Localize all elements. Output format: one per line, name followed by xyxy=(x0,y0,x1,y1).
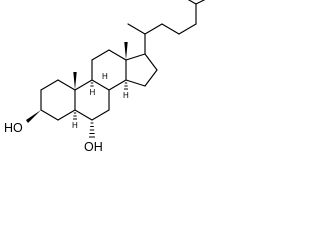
bond-c16-c15 xyxy=(144,69,158,87)
bond-c17-c16 xyxy=(144,53,158,71)
hydroxyl-c6: OH xyxy=(84,122,103,154)
h-c14-label: H xyxy=(123,91,129,100)
h-c8-label: H xyxy=(102,72,108,81)
c6-oh-hash-bond xyxy=(89,122,95,138)
methyl-c19-wedge xyxy=(73,72,77,90)
methyl-c18-wedge xyxy=(124,42,128,60)
oh-c3-label: HO xyxy=(4,121,23,135)
bond-c20-c21 xyxy=(127,23,146,35)
bond-c9-c8 xyxy=(91,79,110,91)
h-c9: H xyxy=(90,82,96,97)
ring-a xyxy=(40,79,76,121)
h-c9-label: H xyxy=(90,88,96,97)
bond-c15-c14 xyxy=(125,79,146,87)
bond-c13-c17 xyxy=(125,53,146,61)
bond-c25-c26 xyxy=(187,0,197,5)
h-c14: H xyxy=(123,82,129,100)
h-c5: H xyxy=(72,112,78,130)
c3-oh-wedge xyxy=(26,110,41,123)
hydroxyl-c3: HO xyxy=(4,110,41,135)
h-c5-label: H xyxy=(72,121,78,130)
ring-d xyxy=(125,53,158,87)
steroid-structure-diagram: HO OH H H H xyxy=(4,0,206,154)
bond-c20-c22 xyxy=(144,23,163,35)
bond-c23-c24 xyxy=(178,23,197,35)
bond-c10-c9 xyxy=(74,79,93,91)
oh-c6-label: OH xyxy=(84,140,103,154)
bond-c25-c27 xyxy=(195,0,206,5)
bond-c10-c1 xyxy=(57,79,76,91)
side-chain xyxy=(127,0,206,55)
bond-c1-c2 xyxy=(40,79,59,91)
ring-b xyxy=(74,79,110,121)
h-c8: H xyxy=(102,72,108,81)
bond-c3-c4 xyxy=(40,109,59,121)
bond-c14-c8 xyxy=(108,79,127,91)
ring-c xyxy=(91,49,127,91)
bond-c4-c5 xyxy=(57,109,76,121)
bond-c7-c6 xyxy=(91,109,110,121)
bond-c6-c5 xyxy=(74,109,93,121)
bond-c12-c13 xyxy=(108,49,127,61)
bond-c11-c12 xyxy=(91,49,110,61)
bond-c22-c23 xyxy=(161,23,180,35)
